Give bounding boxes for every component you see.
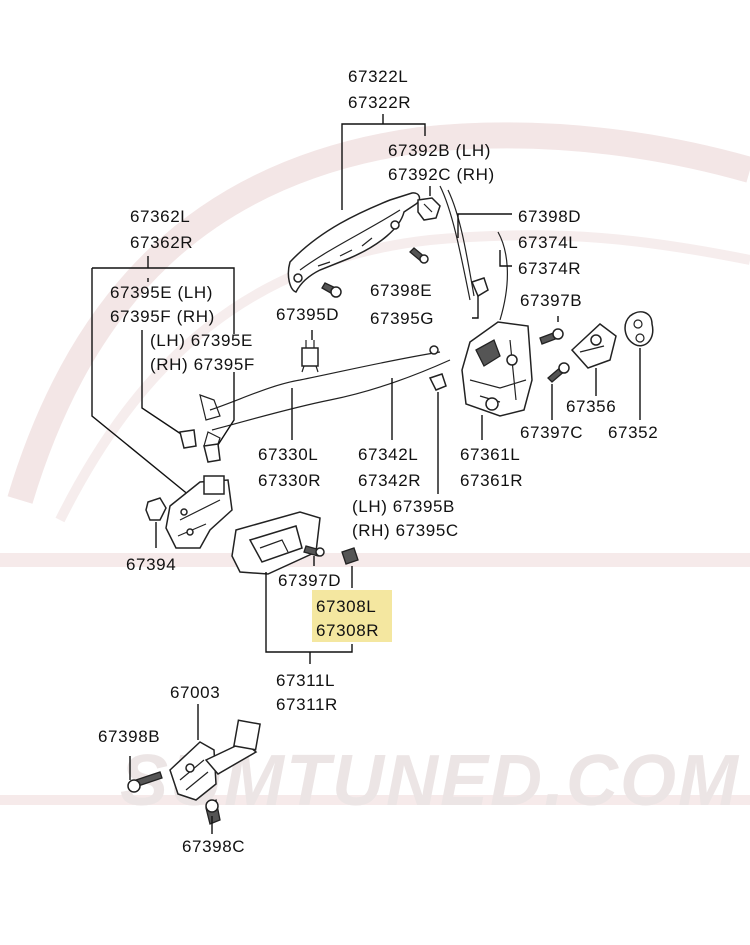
- striker-67356: [570, 323, 617, 369]
- label-67352: 67352: [608, 423, 658, 442]
- label-67361R: 67361R: [460, 471, 523, 490]
- label-67397C: 67397C: [520, 423, 583, 442]
- screw-67392-near-handle: [409, 247, 429, 264]
- clip-67395G: [470, 277, 489, 298]
- label-67361L: 67361L: [460, 445, 520, 464]
- label-67398B: 67398B: [98, 727, 160, 746]
- screw-67397D: [303, 545, 325, 557]
- label-67356: 67356: [566, 397, 616, 416]
- label-67308R: 67308R: [316, 621, 379, 640]
- label-67342L: 67342L: [358, 445, 418, 464]
- leader-67374: [499, 250, 512, 267]
- label-67330R: 67330R: [258, 471, 321, 490]
- label-67311R: 67311R: [276, 695, 338, 714]
- inside-handle-bracket: [165, 475, 233, 549]
- label-LH-67395B: (LH) 67395B: [352, 497, 455, 516]
- shim-67352: [624, 311, 654, 347]
- outer-handle-part: [287, 192, 421, 293]
- label-67392C: 67392C (RH): [388, 165, 495, 184]
- bolt-67398C: [205, 798, 221, 825]
- label-67395G: 67395G: [370, 309, 434, 328]
- label-67395E-LH: 67395E (LH): [110, 283, 213, 302]
- cable-clips: [179, 429, 221, 463]
- leader-67395G: [472, 296, 479, 319]
- background-car-outline: [0, 122, 750, 805]
- label-67308L: 67308L: [316, 597, 376, 616]
- label-67342R: 67342R: [358, 471, 421, 490]
- label-RH-67395C: (RH) 67395C: [352, 521, 459, 540]
- screw-67397C: [547, 362, 570, 383]
- cap-67308: [341, 547, 359, 565]
- label-67394: 67394: [126, 555, 176, 574]
- leader-67395F: [215, 372, 235, 449]
- label-67362R: 67362R: [130, 233, 193, 252]
- label-67398E: 67398E: [370, 281, 432, 300]
- label-67395D: 67395D: [276, 305, 339, 324]
- bolt-67398B: [127, 771, 163, 793]
- label-67374L: 67374L: [518, 233, 578, 252]
- rod-67374: [497, 231, 508, 321]
- door-check-67003: [169, 719, 261, 801]
- label-67003: 67003: [170, 683, 220, 702]
- screw-67397B: [539, 328, 564, 345]
- leader-67362-left: [91, 268, 191, 497]
- label-67362L: 67362L: [130, 207, 190, 226]
- label-67330L: 67330L: [258, 445, 318, 464]
- clip-67395B: [428, 373, 447, 391]
- label-RH-67395F: (RH) 67395F: [150, 355, 255, 374]
- lock-actuator-67361: [461, 321, 533, 417]
- label-67397B: 67397B: [520, 291, 582, 310]
- screw-67398E: [321, 282, 342, 298]
- handle-cap-clip: [417, 197, 441, 221]
- inside-handle-67311: [231, 511, 321, 575]
- leader-67311: [265, 572, 353, 653]
- clip-67395D: [301, 340, 319, 373]
- highlight-box: [312, 590, 392, 642]
- label-LH-67395E: (LH) 67395E: [150, 331, 253, 350]
- label-67397D: 67397D: [278, 571, 341, 590]
- label-67322L: 67322L: [348, 67, 408, 86]
- leader-67395E: [141, 330, 185, 437]
- clip-67394: [145, 497, 167, 521]
- label-67322R: 67322R: [348, 93, 411, 112]
- label-67392B: 67392B (LH): [388, 141, 491, 160]
- leader-67362-top: [92, 267, 235, 334]
- rod-67398D: [439, 185, 471, 301]
- label-67374R: 67374R: [518, 259, 581, 278]
- label-67398D: 67398D: [518, 207, 581, 226]
- leader-67398D: [457, 213, 512, 238]
- label-67311L: 67311L: [276, 671, 335, 690]
- label-67398C: 67398C: [182, 837, 245, 856]
- label-67395F-RH: 67395F (RH): [110, 307, 215, 326]
